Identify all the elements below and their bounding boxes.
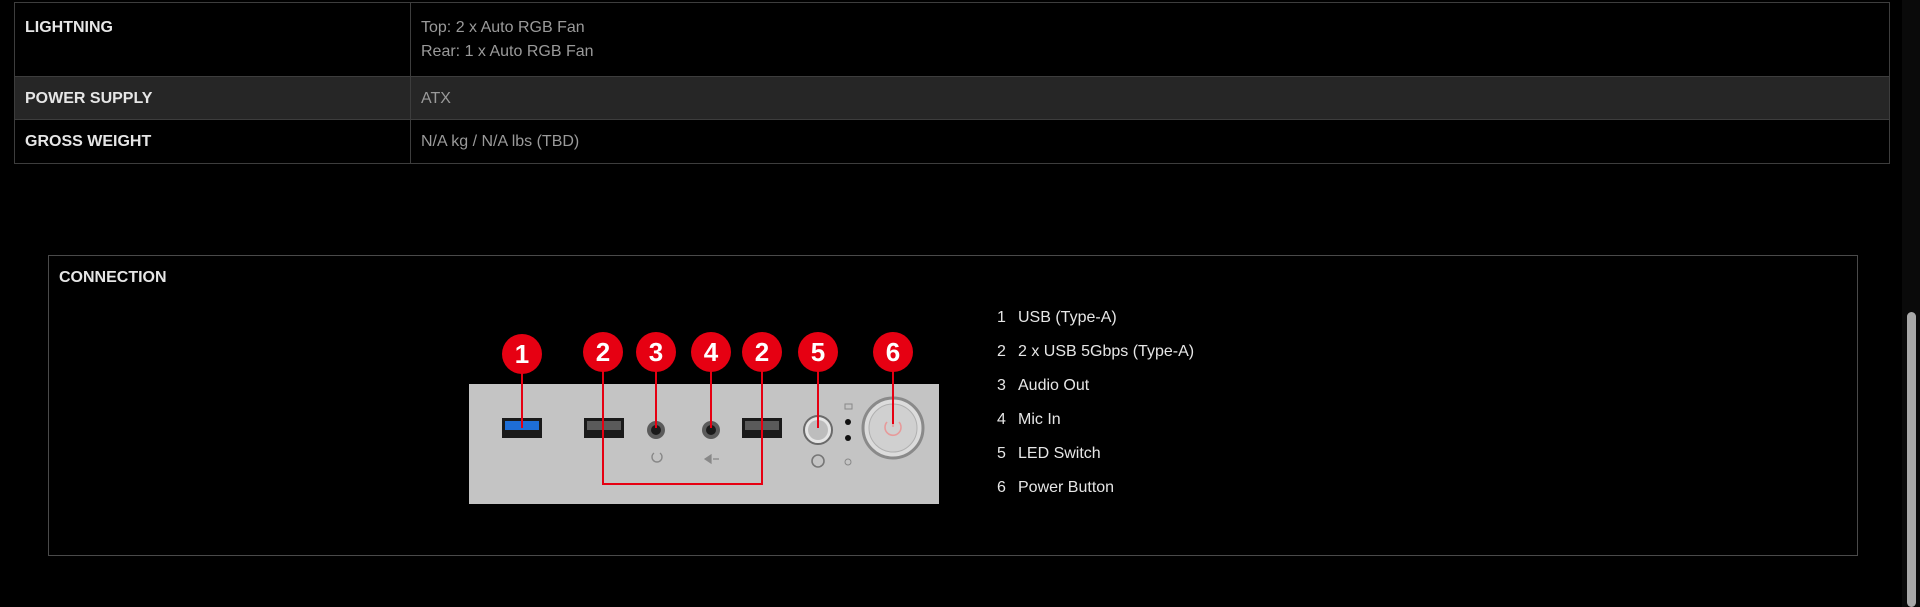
legend-label: Power Button	[1018, 479, 1115, 496]
callout-4: 4	[691, 332, 731, 372]
spec-value-line: N/A kg / N/A lbs (TBD)	[421, 133, 580, 150]
legend-item: 1 USB (Type-A)	[997, 301, 1194, 335]
spec-value-line: ATX	[421, 90, 451, 107]
audio-out-jack-icon	[647, 421, 665, 463]
spec-value: Top: 2 x Auto RGB Fan Rear: 1 x Auto RGB…	[410, 2, 1890, 77]
legend-item: 6 Power Button	[997, 471, 1194, 505]
callout-label: 5	[811, 337, 825, 367]
callout-2b: 2	[742, 332, 782, 372]
legend-item: 2 2 x USB 5Gbps (Type-A)	[997, 335, 1194, 369]
legend-item: 5 LED Switch	[997, 437, 1194, 471]
legend-label: USB (Type-A)	[1018, 309, 1117, 326]
legend-number: 6	[997, 479, 1006, 496]
legend-number: 4	[997, 411, 1006, 428]
callout-label: 4	[704, 337, 719, 367]
io-panel-diagram: 1 2 3 4 2 5 6	[469, 332, 939, 504]
spec-row-power-supply: POWER SUPPLY ATX	[14, 76, 1890, 120]
spec-value-line: Top: 2 x Auto RGB Fan	[421, 19, 585, 36]
spec-value: N/A kg / N/A lbs (TBD)	[410, 119, 1890, 164]
mic-in-jack-icon	[702, 421, 720, 465]
callout-label: 1	[515, 339, 529, 369]
legend-number: 3	[997, 377, 1006, 394]
connection-title: CONNECTION	[59, 269, 167, 286]
spec-key: LIGHTNING	[14, 2, 411, 77]
callout-label: 6	[886, 337, 900, 367]
legend-number: 5	[997, 445, 1006, 462]
legend-label: LED Switch	[1018, 445, 1101, 462]
legend-label: Mic In	[1018, 411, 1061, 428]
callout-label: 3	[649, 337, 663, 367]
vertical-scrollbar[interactable]	[1902, 0, 1920, 607]
legend-number: 2	[997, 343, 1006, 360]
spec-value-line: Rear: 1 x Auto RGB Fan	[421, 43, 594, 60]
callout-6: 6	[873, 332, 913, 372]
legend-label: Audio Out	[1018, 377, 1090, 394]
spec-row-gross-weight: GROSS WEIGHT N/A kg / N/A lbs (TBD)	[14, 119, 1890, 164]
legend-item: 4 Mic In	[997, 403, 1194, 437]
callout-label: 2	[755, 337, 769, 367]
scrollbar-thumb[interactable]	[1907, 312, 1916, 607]
spec-key: POWER SUPPLY	[14, 76, 411, 120]
indicator-lights	[844, 403, 853, 466]
connection-section: CONNECTION	[48, 255, 1858, 556]
spec-row-lightning: LIGHTNING Top: 2 x Auto RGB Fan Rear: 1 …	[14, 2, 1890, 77]
spec-key: GROSS WEIGHT	[14, 119, 411, 164]
legend-item: 3 Audio Out	[997, 369, 1194, 403]
legend-number: 1	[997, 309, 1006, 326]
callout-lines	[521, 368, 894, 428]
callout-2: 2	[583, 332, 623, 372]
specs-table: LIGHTNING Top: 2 x Auto RGB Fan Rear: 1 …	[14, 2, 1890, 164]
usb-group-bracket	[602, 428, 763, 485]
legend-label: 2 x USB 5Gbps (Type-A)	[1018, 343, 1195, 360]
spec-value: ATX	[410, 76, 1890, 120]
callout-5: 5	[798, 332, 838, 372]
callout-1: 1	[502, 334, 542, 374]
callout-label: 2	[596, 337, 610, 367]
callout-3: 3	[636, 332, 676, 372]
